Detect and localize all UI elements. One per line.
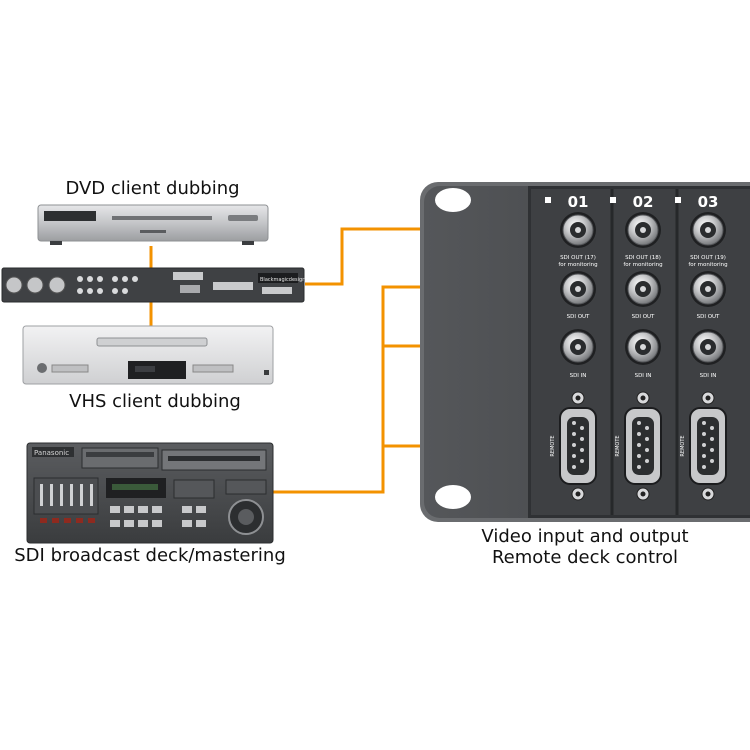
sdi-in-label: SDI IN (635, 373, 652, 379)
sdi-out-monitor-connector[interactable] (625, 212, 661, 248)
rack-mount-hole-bottom (435, 485, 471, 509)
sdi-out-monitor-label: SDI OUT (18) (625, 255, 661, 261)
rack-mount-hole-top (435, 188, 471, 212)
sdi-out-monitor-sublabel: for monitoring (688, 262, 727, 268)
sdi-deck-label: SDI broadcast deck/mastering (14, 545, 286, 566)
sdi-out-connector[interactable] (560, 271, 596, 307)
sdi-out-label: SDI OUT (567, 314, 590, 320)
remote-connector[interactable] (624, 391, 662, 501)
sdi-out-monitor-connector[interactable] (690, 212, 726, 248)
panel-label-line1: Video input and output (481, 526, 689, 547)
channel-number: 02 (633, 193, 654, 211)
vhs-player (22, 325, 274, 385)
sdi-in-connector[interactable] (690, 329, 726, 365)
sdi-out-label: SDI OUT (697, 314, 720, 320)
channel-number: 03 (698, 193, 719, 211)
vhs-label: VHS client dubbing (69, 391, 241, 412)
sdi-out-connector[interactable] (690, 271, 726, 307)
remote-label: REMOTE (615, 435, 621, 456)
converter-device: Blackmagicdesign (1, 267, 305, 303)
sdi-in-label: SDI IN (700, 373, 717, 379)
sdi-out-monitor-label: SDI OUT (19) (690, 255, 726, 261)
sdi-in-connector[interactable] (625, 329, 661, 365)
panel-label-line2: Remote deck control (491, 547, 679, 568)
remote-connector[interactable] (689, 391, 727, 501)
deck-brand: Panasonic (34, 449, 69, 457)
remote-connector[interactable] (559, 391, 597, 501)
sdi-in-label: SDI IN (570, 373, 587, 379)
broadcast-deck: Panasonic (26, 442, 274, 544)
sdi-out-monitor-sublabel: for monitoring (623, 262, 662, 268)
sdi-out-monitor-connector[interactable] (560, 212, 596, 248)
dvd-player (37, 204, 269, 245)
remote-label: REMOTE (550, 435, 556, 456)
channel-number: 01 (568, 193, 589, 211)
sdi-out-monitor-sublabel: for monitoring (558, 262, 597, 268)
converter-brand: Blackmagicdesign (260, 277, 305, 283)
remote-label: REMOTE (680, 435, 686, 456)
dvd-label: DVD client dubbing (65, 178, 240, 199)
sdi-out-connector[interactable] (625, 271, 661, 307)
sdi-in-connector[interactable] (560, 329, 596, 365)
sdi-out-label: SDI OUT (632, 314, 655, 320)
sdi-out-monitor-label: SDI OUT (17) (560, 255, 596, 261)
